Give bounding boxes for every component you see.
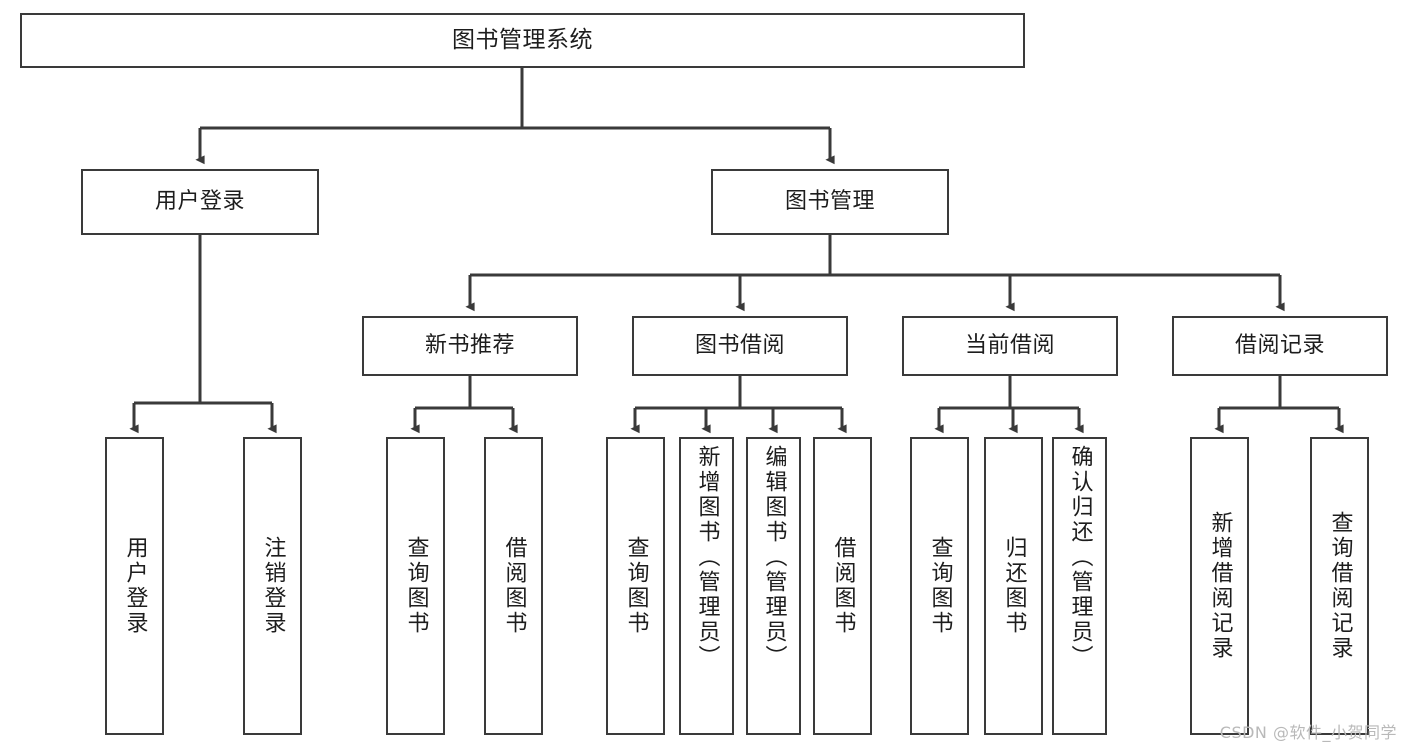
node-leaf-confirm-return[interactable]: 确认归还（管理员） <box>1052 437 1107 735</box>
node-leaf-query-book-3[interactable]: 查询图书 <box>910 437 969 735</box>
node-leaf-query-record-label: 查询借阅记录 <box>1327 511 1353 661</box>
watermark-text: CSDN @软件_小贺同学 <box>1219 723 1397 742</box>
node-book-management[interactable]: 图书管理 <box>711 169 949 235</box>
node-leaf-add-book-label: 新增图书（管理员） <box>694 445 720 670</box>
node-leaf-query-book-2-label: 查询图书 <box>623 536 649 636</box>
node-leaf-query-book-2[interactable]: 查询图书 <box>606 437 665 735</box>
node-leaf-borrow-book-1-label: 借阅图书 <box>501 536 527 636</box>
node-leaf-add-record[interactable]: 新增借阅记录 <box>1190 437 1249 735</box>
node-new-book-recommend[interactable]: 新书推荐 <box>362 316 578 376</box>
node-leaf-edit-book-label: 编辑图书（管理员） <box>761 445 787 670</box>
node-user-login[interactable]: 用户登录 <box>81 169 319 235</box>
node-leaf-query-book-1[interactable]: 查询图书 <box>386 437 445 735</box>
node-borrow-record[interactable]: 借阅记录 <box>1172 316 1388 376</box>
node-leaf-return-book[interactable]: 归还图书 <box>984 437 1043 735</box>
node-leaf-logout[interactable]: 注销登录 <box>243 437 302 735</box>
node-leaf-borrow-book-2-label: 借阅图书 <box>830 536 856 636</box>
node-leaf-query-book-3-label: 查询图书 <box>927 536 953 636</box>
node-leaf-user-login-label: 用户登录 <box>122 536 148 636</box>
node-leaf-borrow-book-1[interactable]: 借阅图书 <box>484 437 543 735</box>
node-leaf-query-record[interactable]: 查询借阅记录 <box>1310 437 1369 735</box>
node-user-login-label: 用户登录 <box>154 189 245 215</box>
node-leaf-confirm-return-label: 确认归还（管理员） <box>1067 445 1093 670</box>
node-new-book-recommend-label: 新书推荐 <box>424 333 515 359</box>
node-leaf-edit-book[interactable]: 编辑图书（管理员） <box>746 437 801 735</box>
node-leaf-user-login[interactable]: 用户登录 <box>105 437 164 735</box>
node-book-borrow-label: 图书借阅 <box>694 333 785 359</box>
node-current-borrow-label: 当前借阅 <box>964 333 1055 359</box>
node-root[interactable]: 图书管理系统 <box>20 13 1025 68</box>
node-book-borrow[interactable]: 图书借阅 <box>632 316 848 376</box>
node-borrow-record-label: 借阅记录 <box>1234 333 1325 359</box>
node-leaf-add-record-label: 新增借阅记录 <box>1207 511 1233 661</box>
node-current-borrow[interactable]: 当前借阅 <box>902 316 1118 376</box>
node-book-management-label: 图书管理 <box>784 189 875 215</box>
node-leaf-return-book-label: 归还图书 <box>1001 536 1027 636</box>
node-leaf-logout-label: 注销登录 <box>260 536 286 636</box>
node-leaf-add-book[interactable]: 新增图书（管理员） <box>679 437 734 735</box>
node-leaf-query-book-1-label: 查询图书 <box>403 536 429 636</box>
node-leaf-borrow-book-2[interactable]: 借阅图书 <box>813 437 872 735</box>
node-root-label: 图书管理系统 <box>452 27 593 54</box>
